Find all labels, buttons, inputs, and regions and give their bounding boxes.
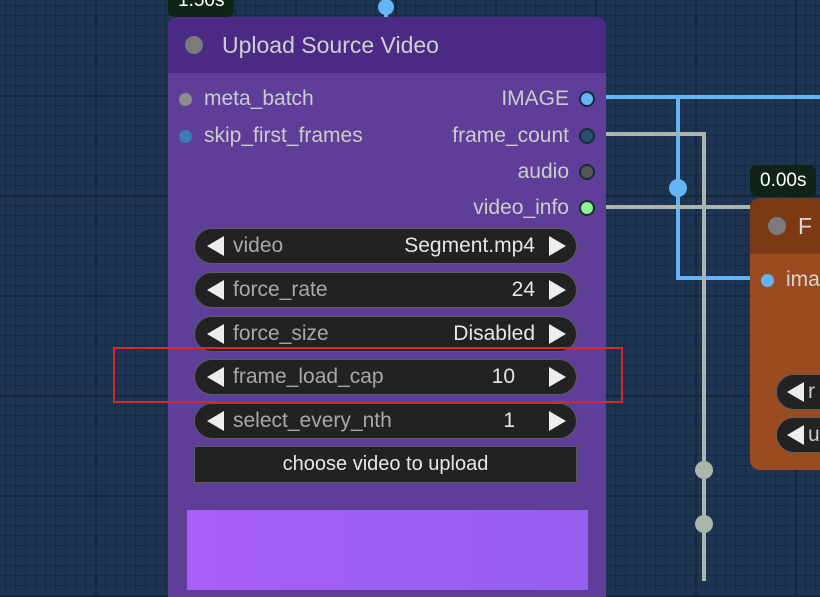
widget-label: force_rate: [233, 278, 328, 301]
video-preview: [187, 510, 588, 590]
widget-label: video: [233, 234, 284, 257]
right-input-slot-image[interactable]: ima: [761, 268, 820, 292]
node-title: Upload Source Video: [222, 31, 439, 58]
image-link-midpoint[interactable]: [669, 179, 687, 197]
widget-value: 24: [511, 278, 535, 301]
widget-force-rate[interactable]: force_rate 24: [194, 272, 577, 308]
increment-arrow-icon[interactable]: [549, 367, 566, 387]
widget-value: 1: [503, 409, 515, 432]
collapse-dot-icon[interactable]: [768, 217, 786, 235]
execution-time-badge: 1.50s: [168, 0, 235, 17]
output-label: audio: [517, 160, 569, 183]
decrement-arrow-icon[interactable]: [207, 236, 224, 256]
frame-count-link-wire: [594, 132, 706, 581]
input-slot-meta-batch[interactable]: meta_batch: [179, 87, 314, 111]
increment-arrow-icon[interactable]: [549, 411, 566, 431]
input-dot-icon[interactable]: [179, 92, 192, 106]
increment-arrow-icon[interactable]: [549, 236, 566, 256]
input-label: skip_first_frames: [204, 124, 363, 147]
widget-label: u: [808, 423, 820, 446]
output-slot-video-info[interactable]: video_info: [473, 196, 595, 220]
widget-label: r: [808, 380, 815, 403]
top-link-reroute[interactable]: [378, 0, 394, 15]
input-label: ima: [786, 268, 820, 291]
decrement-arrow-icon[interactable]: [787, 425, 804, 445]
output-slot-audio[interactable]: audio: [518, 160, 595, 184]
input-dot-icon[interactable]: [761, 273, 774, 287]
execution-time-text: 1.50s: [178, 0, 225, 11]
decrement-arrow-icon[interactable]: [787, 382, 804, 402]
widget-value: Segment.mp4: [404, 234, 535, 257]
input-label: meta_batch: [204, 87, 314, 110]
decrement-arrow-icon[interactable]: [207, 411, 224, 431]
choose-video-button[interactable]: choose video to upload: [194, 446, 577, 483]
output-dot-icon[interactable]: [579, 128, 595, 144]
widget-value: 10: [491, 365, 515, 388]
link-wires: [378, 0, 820, 581]
increment-arrow-icon[interactable]: [549, 324, 566, 344]
output-label: frame_count: [452, 124, 569, 147]
frame-count-link-midpoint-2[interactable]: [695, 515, 713, 533]
widget-frame-load-cap[interactable]: frame_load_cap 10: [194, 359, 577, 395]
collapse-dot-icon[interactable]: [185, 36, 203, 54]
widget-label: select_every_nth: [233, 409, 392, 432]
widget-video[interactable]: video Segment.mp4: [194, 228, 577, 264]
image-link-branch: [676, 97, 760, 280]
output-dot-icon[interactable]: [579, 91, 595, 107]
input-slot-skip-first-frames[interactable]: skip_first_frames: [179, 124, 363, 148]
node-title-bar[interactable]: Upload Source Video: [168, 17, 606, 73]
frame-count-link-midpoint-1[interactable]: [695, 461, 713, 479]
output-label: video_info: [473, 196, 569, 219]
output-slot-frame-count[interactable]: frame_count: [452, 124, 595, 148]
widget-value: Disabled: [453, 322, 535, 345]
execution-time-text: 0.00s: [760, 170, 807, 191]
widget-label: force_size: [233, 322, 329, 345]
right-widget-2[interactable]: u: [776, 417, 820, 453]
right-widget-1[interactable]: r: [776, 374, 820, 410]
output-dot-icon[interactable]: [579, 200, 595, 216]
increment-arrow-icon[interactable]: [549, 280, 566, 300]
widget-select-every-nth[interactable]: select_every_nth 1: [194, 403, 577, 439]
decrement-arrow-icon[interactable]: [207, 367, 224, 387]
right-node-title-bar[interactable]: F: [750, 198, 820, 254]
decrement-arrow-icon[interactable]: [207, 324, 224, 344]
output-slot-image[interactable]: IMAGE: [501, 87, 595, 111]
widget-force-size[interactable]: force_size Disabled: [194, 316, 577, 352]
input-dot-icon[interactable]: [179, 129, 192, 143]
widget-label: frame_load_cap: [233, 365, 384, 388]
output-label: IMAGE: [501, 87, 569, 110]
decrement-arrow-icon[interactable]: [207, 280, 224, 300]
output-dot-icon[interactable]: [579, 164, 595, 180]
right-node-title: F: [798, 212, 813, 239]
execution-time-badge-right: 0.00s: [750, 165, 817, 197]
